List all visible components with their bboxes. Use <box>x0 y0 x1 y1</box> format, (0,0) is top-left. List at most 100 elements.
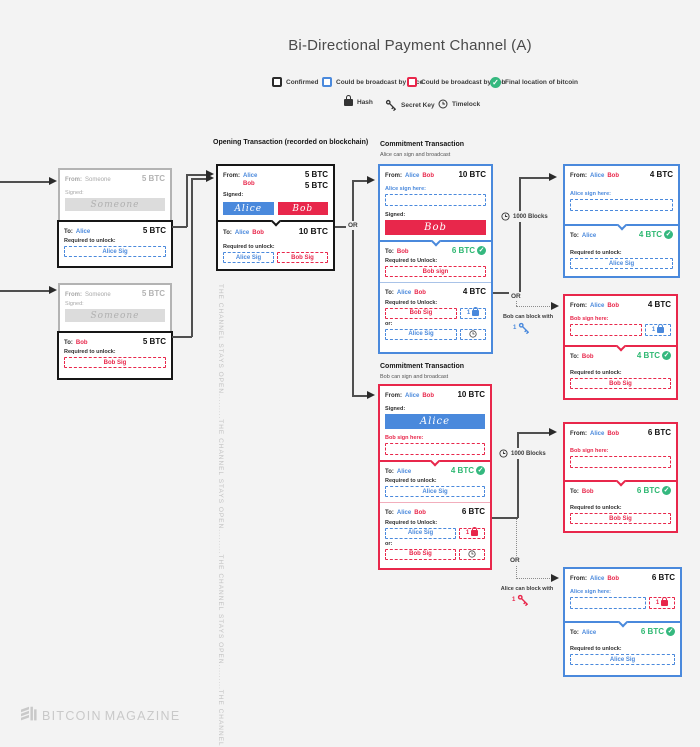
unlock-label: Required to unlock: <box>570 370 622 377</box>
signed-label: Signed: <box>385 406 406 413</box>
connector-line <box>0 290 51 292</box>
from-label: From: <box>223 173 240 179</box>
bob-sig-box: Bob Sig <box>277 252 328 264</box>
legend-confirmed-label: Confirmed <box>286 78 319 86</box>
arrowhead <box>49 177 57 185</box>
connector-line <box>352 180 354 396</box>
blocks-label: 1000 Blocks <box>511 450 546 457</box>
from-name-alice: Alice <box>590 173 605 179</box>
connector-line <box>186 174 188 227</box>
from-name-bob: Bob <box>422 173 435 179</box>
opening-tx-box: From: Alice Bob 5 BTC 5 BTC Signed: Alic… <box>216 164 335 271</box>
alice-block-key: 1 <box>512 594 529 606</box>
arrowhead <box>367 176 375 184</box>
from-name-alice: Alice <box>590 576 605 582</box>
secret-number: 1 <box>466 310 471 317</box>
signed-label: Signed: <box>65 190 84 197</box>
amount: 5 BTC <box>141 174 165 183</box>
connector-line <box>186 174 208 176</box>
from-name-alice: Alice <box>590 431 605 437</box>
or-label: or: <box>385 540 393 547</box>
to-label: To: <box>223 230 232 237</box>
from-name-alice: Alice <box>243 173 258 179</box>
legend-secret-key: Secret Key <box>385 99 435 111</box>
unlock-label: Required to unlock: <box>570 250 622 257</box>
unlock-label: Required to Unlock: <box>385 258 438 265</box>
from-name-bob: Bob <box>243 181 255 188</box>
connector-line <box>493 292 520 294</box>
from-label: From: <box>570 431 587 437</box>
page-title: Bi-Directional Payment Channel (A) <box>288 37 532 54</box>
legend-hash: Hash <box>344 94 373 106</box>
amount: 6 BTC <box>640 627 664 636</box>
signature-bar: Someone <box>65 198 165 212</box>
clock-icon <box>438 99 448 109</box>
unlock-label: Required to unlock: <box>385 478 437 485</box>
legend-key-label: Secret Key <box>401 101 435 109</box>
clock-icon <box>468 550 476 558</box>
to-label: To: <box>64 340 73 346</box>
alice-sig-box: Alice Sig <box>64 246 166 258</box>
amount: 6 BTC <box>451 246 475 256</box>
check-icon <box>662 351 671 361</box>
arrowhead <box>367 391 375 399</box>
to-label: To: <box>570 489 579 495</box>
commitment-bob-subtitle: Bob can sign and broadcast <box>380 374 449 380</box>
bob-signature-bar: Bob <box>277 202 328 216</box>
to-label: To: <box>64 229 73 235</box>
clock-icon <box>469 330 477 338</box>
bob-sig-box: Bob Sig <box>385 548 456 560</box>
payout-bob-4btc-box: From: Alice Bob 4 BTC Bob sign here: 1 T… <box>563 294 678 400</box>
from-name-bob: Bob <box>422 393 435 399</box>
bob-signature-bar: Bob <box>385 220 486 236</box>
to-name-bob: Bob <box>414 510 426 517</box>
bob-can-block-label: Bob can block with <box>502 314 554 320</box>
connector-line <box>191 178 193 337</box>
connector-line <box>191 178 208 180</box>
bob-block-key: 1 <box>513 322 530 334</box>
connector-dotted <box>516 300 517 306</box>
unlock-label: Required to Unlock: <box>385 299 438 306</box>
from-label: From: <box>65 177 82 183</box>
unlock-label: Required to Unlock: <box>385 519 438 526</box>
alice-sign-here-label: Alice sign here: <box>570 589 611 596</box>
to-name: Bob <box>396 249 409 256</box>
bob-signature-input <box>385 443 485 456</box>
from-name-bob: Bob <box>607 576 620 582</box>
from-label: From: <box>570 173 587 179</box>
to-name-alice: Alice <box>396 510 412 517</box>
amount: 4 BTC <box>450 466 474 476</box>
secret-number: 1 <box>465 530 470 537</box>
legend-final-label: Final location of bitcoin <box>505 79 578 86</box>
bitcoin-magazine-logo-icon <box>21 706 37 721</box>
amount: 4 BTC <box>638 230 662 239</box>
connector-line <box>492 517 518 519</box>
alice-signature-input <box>570 597 646 610</box>
amount: 5 BTC <box>142 337 166 346</box>
connector-line <box>0 181 51 183</box>
legend-bob-label: Could be broadcast by Bob <box>421 78 506 86</box>
or-label: OR <box>508 556 522 565</box>
legend-final-location: Final location of bitcoin <box>490 77 578 88</box>
alice-signature-input <box>570 199 673 212</box>
alice-sig-box: Alice Sig <box>570 654 675 666</box>
alice-signature-bar: Alice <box>385 414 485 430</box>
connector-line <box>352 180 369 182</box>
alice-signature-input <box>385 194 486 207</box>
lock-icon <box>344 94 353 106</box>
connector-line <box>519 177 521 293</box>
hash-lock-icon <box>472 307 480 316</box>
from-name-alice: Alice <box>590 303 605 309</box>
brand-magazine: MAGAZINE <box>104 709 181 723</box>
or-label: or: <box>385 320 393 327</box>
from-name-alice: Alice <box>405 393 420 399</box>
connector-line <box>172 336 192 338</box>
confirmed-box-icon <box>272 77 282 87</box>
check-icon <box>490 77 501 88</box>
to-name: Bob <box>581 489 594 495</box>
funding-tx-alice-input: From: Someone 5 BTC Signed: Someone <box>58 168 172 222</box>
to-name: Alice <box>581 630 597 636</box>
amount: 5 BTC <box>141 289 165 298</box>
check-icon <box>477 246 486 256</box>
